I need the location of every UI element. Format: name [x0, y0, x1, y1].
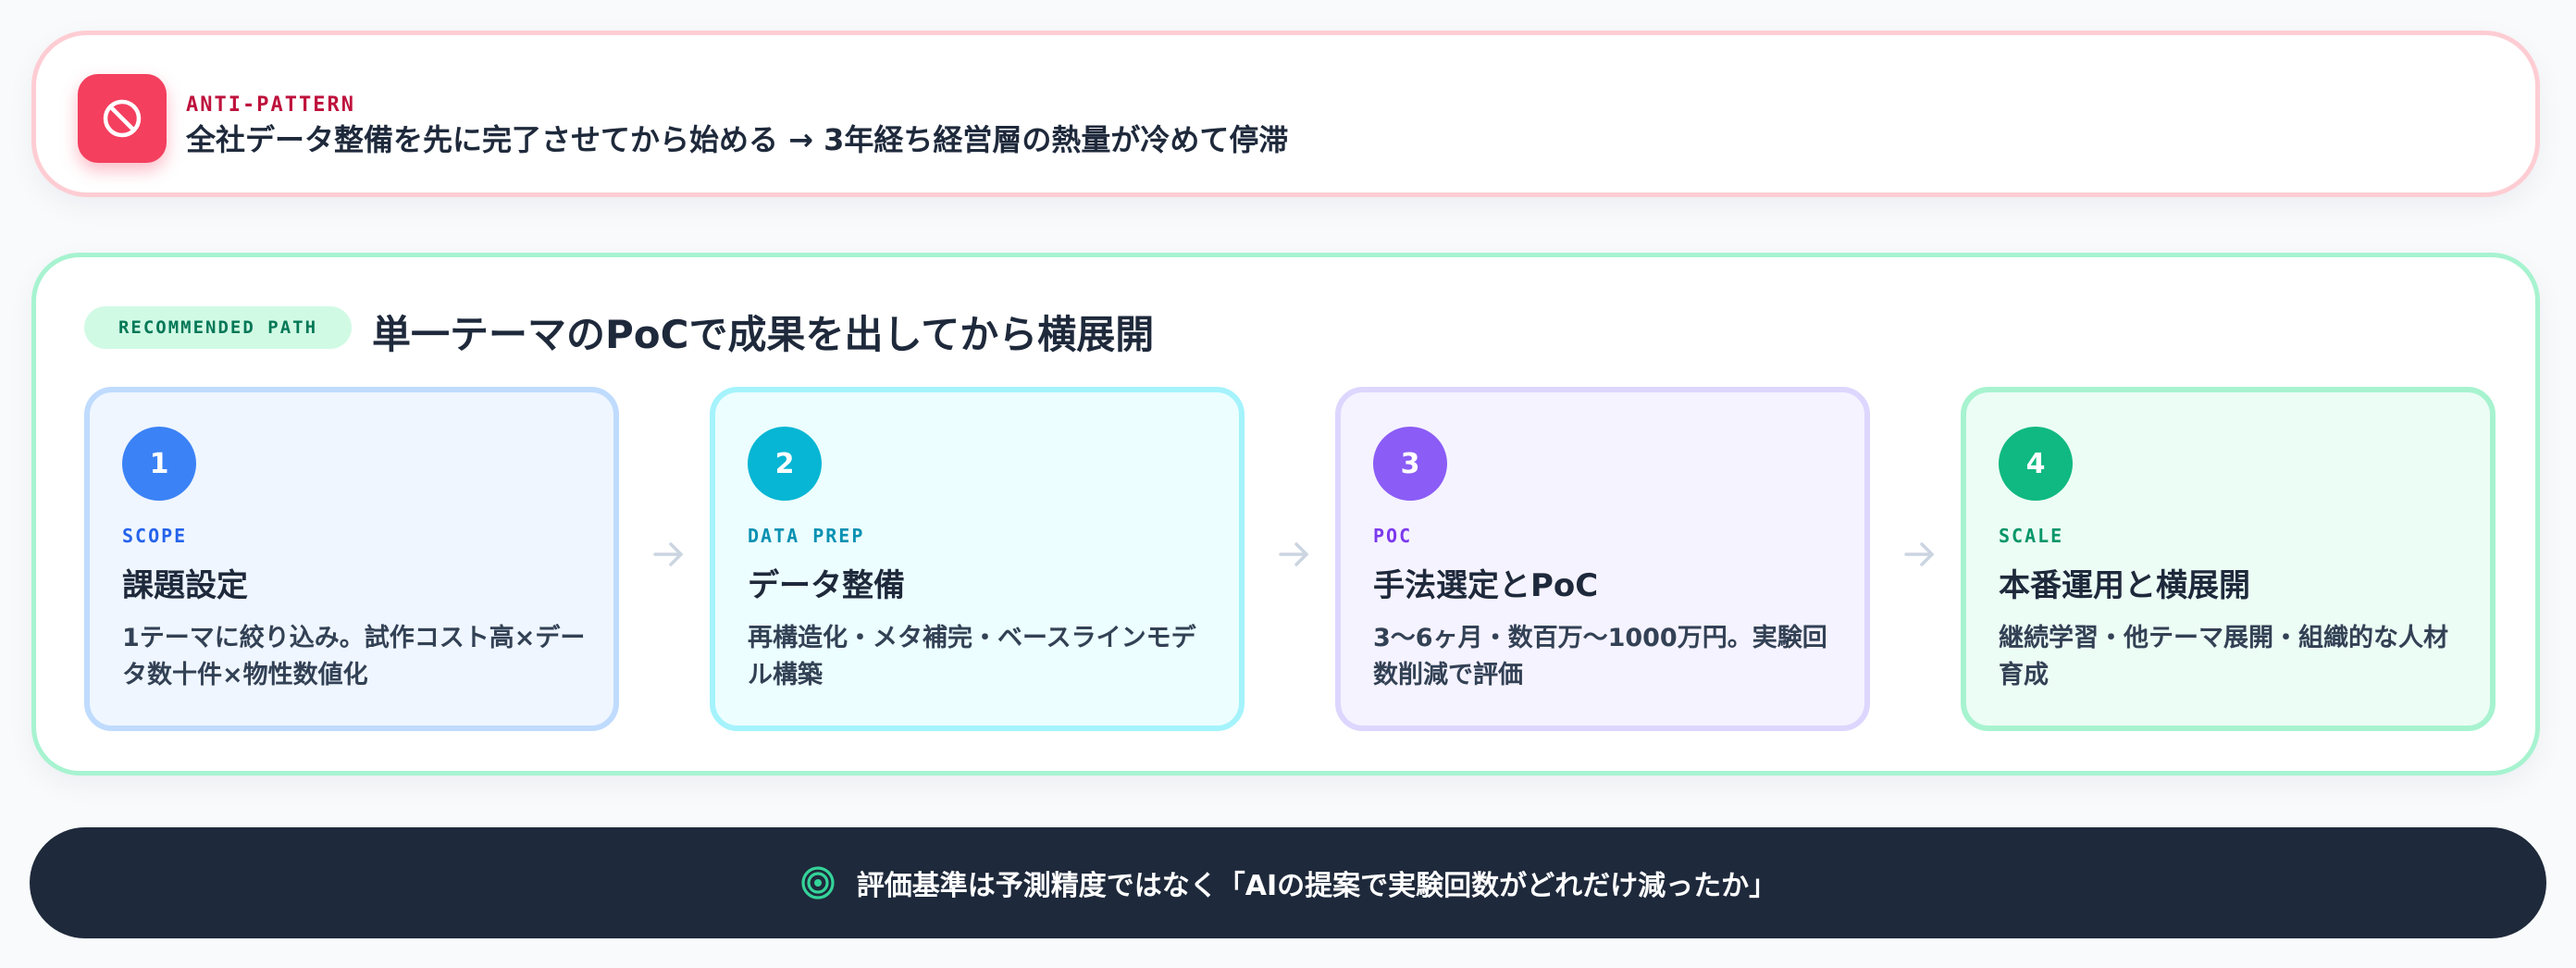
- arrow-right-icon: [1279, 542, 1308, 566]
- step-number-badge: 3: [1373, 427, 1447, 501]
- step-label: DATA PREP: [748, 525, 865, 547]
- step-card-scale: 4 SCALE 本番運用と横展開 継続学習・他テーマ展開・組織的な人材育成: [1961, 387, 2496, 731]
- step-title: 本番運用と横展開: [1999, 567, 2250, 604]
- anti-pattern-text: 全社データ整備を先に完了させてから始める → 3年経ち経営層の熱量が冷めて停滞: [186, 122, 1289, 157]
- step-description: 継続学習・他テーマ展開・組織的な人材育成: [1999, 624, 2448, 689]
- recommended-path-title: 単一テーマのPoCで成果を出してから横展開: [372, 312, 1155, 357]
- step-label: POC: [1373, 525, 1413, 547]
- anti-pattern-card: ANTI-PATTERN 全社データ整備を先に完了させてから始める → 3年経ち…: [31, 31, 2540, 197]
- prohibited-icon: [78, 74, 167, 163]
- target-icon: [801, 866, 835, 900]
- step-number-badge: 4: [1999, 427, 2073, 501]
- recommended-path-card: RECOMMENDED PATH 単一テーマのPoCで成果を出してから横展開 1…: [31, 253, 2540, 776]
- step-title: 手法選定とPoC: [1373, 567, 1599, 604]
- step-label: SCOPE: [122, 525, 188, 547]
- arrow-right-icon: [1904, 542, 1934, 566]
- step-description: 1テーマに絞り込み。試作コスト高×データ数十件×物性数値化: [122, 624, 586, 689]
- step-number-badge: 2: [748, 427, 822, 501]
- recommended-path-badge: RECOMMENDED PATH: [84, 306, 352, 349]
- step-title: データ整備: [748, 567, 905, 604]
- step-number-badge: 1: [122, 427, 196, 501]
- step-title: 課題設定: [122, 567, 248, 604]
- step-description: 再構造化・メタ補完・ベースラインモデル構築: [748, 624, 1196, 689]
- step-description: 3〜6ヶ月・数百万〜1000万円。実験回数削減で評価: [1373, 624, 1827, 689]
- step-card-poc: 3 POC 手法選定とPoC 3〜6ヶ月・数百万〜1000万円。実験回数削減で評…: [1335, 387, 1870, 731]
- step-card-scope: 1 SCOPE 課題設定 1テーマに絞り込み。試作コスト高×データ数十件×物性数…: [84, 387, 619, 731]
- anti-pattern-label: ANTI-PATTERN: [186, 93, 355, 117]
- arrow-right-icon: [653, 542, 683, 566]
- step-label: SCALE: [1999, 525, 2064, 547]
- evaluation-criterion-text: 評価基準は予測精度ではなく「AIの提案で実験回数がどれだけ減ったか」: [856, 870, 1777, 902]
- step-card-data-prep: 2 DATA PREP データ整備 再構造化・メタ補完・ベースラインモデル構築: [710, 387, 1245, 731]
- evaluation-criterion-bar: 評価基準は予測精度ではなく「AIの提案で実験回数がどれだけ減ったか」: [30, 827, 2546, 938]
